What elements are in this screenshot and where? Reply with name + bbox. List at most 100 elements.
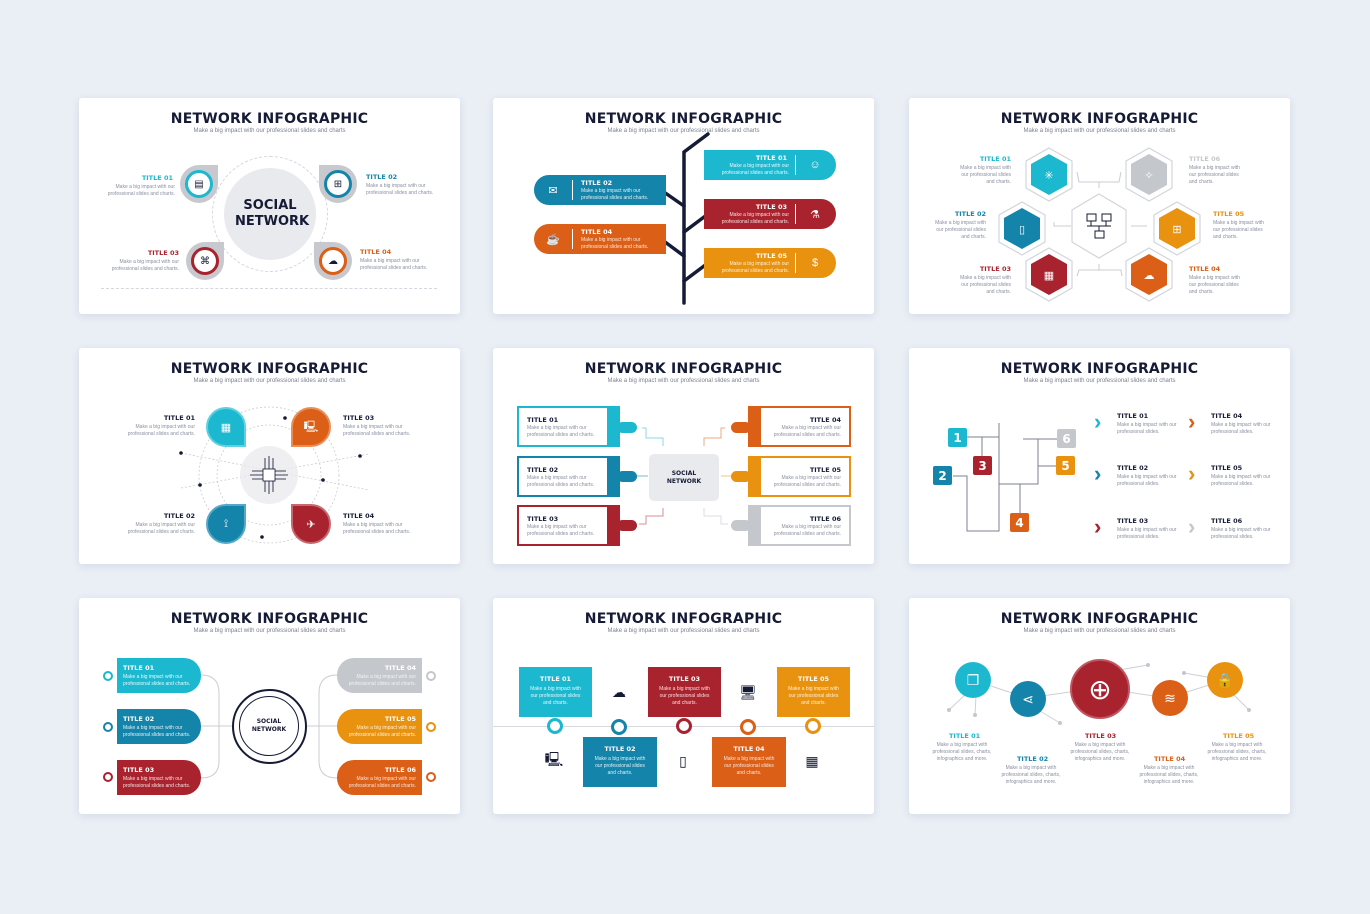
slide-title: NETWORK INFOGRAPHIC <box>584 361 783 377</box>
item-title: TITLE 01 <box>949 732 981 740</box>
tab-05 <box>731 471 751 482</box>
slide-9-circle-nodes[interactable]: NETWORK INFOGRAPHIC Make a big impact wi… <box>909 598 1290 814</box>
slide-1-social-network-circle[interactable]: NETWORK INFOGRAPHIC Make a big impact wi… <box>79 98 460 314</box>
slide-subtitle: Make a big impact with our professional … <box>1023 128 1176 134</box>
tab-03: TITLE 03 Make a big impact with our prof… <box>117 760 201 795</box>
item-desc: Make a big impact with our professional … <box>960 275 1011 295</box>
node-04 <box>740 719 756 735</box>
item-title: TITLE 01 <box>163 414 195 422</box>
cloud-icon: ☁ <box>1143 269 1155 282</box>
item-title: TITLE 03 <box>343 414 375 422</box>
node-links <box>947 663 1251 725</box>
slide-subtitle: Make a big impact with our professional … <box>607 628 760 634</box>
center-label: SOCIAL NETWORK <box>235 198 310 229</box>
slide-2-tree-branches[interactable]: NETWORK INFOGRAPHIC Make a big impact wi… <box>493 98 874 314</box>
tree-lines <box>953 423 1057 532</box>
slide-title: NETWORK INFOGRAPHIC <box>170 611 369 627</box>
pin-02: ⊞ <box>319 165 357 203</box>
box-06: TITLE 06 Make a big impact with our prof… <box>748 505 851 546</box>
ring-dot <box>103 722 113 732</box>
tab-04: TITLE 04 Make a big impact with our prof… <box>337 658 422 693</box>
node-01 <box>547 718 563 734</box>
center-ring: SOCIAL NETWORK <box>232 689 307 764</box>
circuit-icon: ▦ <box>220 421 232 434</box>
coffee-icon: ☕ <box>546 233 560 246</box>
slide-title: NETWORK INFOGRAPHIC <box>1000 611 1199 627</box>
item-desc: Make a big impact with professional slid… <box>1207 742 1267 762</box>
center-label: SOCIAL NETWORK <box>666 469 702 485</box>
item-title: TITLE 05 <box>1211 464 1243 472</box>
item-title: TITLE 02 <box>954 210 986 218</box>
nodes-icon: ✧ <box>1144 169 1154 182</box>
brain-network-icon: ✳ <box>1044 169 1054 182</box>
circuit-icon: ⌘ <box>200 255 210 267</box>
item-title: TITLE 04 <box>1211 412 1243 420</box>
branch-item-02: ✉ TITLE 02 Make a big impact with our pr… <box>534 175 666 205</box>
pin-04: ☁ <box>314 242 352 280</box>
item-desc: Make a big impact with our professional … <box>107 184 175 197</box>
item-title: TITLE 01 <box>979 155 1011 163</box>
chip-icon <box>250 456 288 494</box>
tab-01: TITLE 01 Make a big impact with our prof… <box>117 658 201 693</box>
item-title: TITLE 06 <box>1189 155 1221 163</box>
ring-dot <box>426 722 436 732</box>
dotted-ring <box>212 156 328 272</box>
center-box: SOCIAL NETWORK <box>649 454 719 501</box>
item-desc: Make a big impact with professional slid… <box>932 742 992 762</box>
ring-dot <box>426 772 436 782</box>
slide-subtitle: Make a big impact with our professional … <box>1023 378 1176 384</box>
node-04: ≋ <box>1152 680 1188 716</box>
box-05: TITLE 05 Make a big impact with our prof… <box>777 667 850 717</box>
cloud-network-icon: ☁ <box>612 683 626 700</box>
item-title: TITLE 03 <box>147 249 179 257</box>
item-title: TITLE 02 <box>1017 755 1049 763</box>
slide-title: NETWORK INFOGRAPHIC <box>584 611 783 627</box>
slide-4-chip-network[interactable]: NETWORK INFOGRAPHIC Make a big impact wi… <box>79 348 460 564</box>
box-03: TITLE 03 Make a big impact with our prof… <box>517 505 620 546</box>
cloud-network-icon: ☁ <box>328 255 338 267</box>
slide-title: NETWORK INFOGRAPHIC <box>1000 361 1199 377</box>
slide-3-hexagons[interactable]: NETWORK INFOGRAPHIC Make a big impact wi… <box>909 98 1290 314</box>
chevron-icon: › <box>1094 461 1102 486</box>
item-desc: Make a big impact with our professional … <box>343 522 411 535</box>
slide-title: NETWORK INFOGRAPHIC <box>170 111 369 127</box>
flowchart-icon: ⊞ <box>1172 223 1182 236</box>
slide-7-social-network-tabs[interactable]: NETWORK INFOGRAPHIC Make a big impact wi… <box>79 598 460 814</box>
chevron-icon: › <box>1188 461 1196 486</box>
item-desc: Make a big impact with our professional … <box>360 258 428 271</box>
item-desc: Make a big impact with our professional … <box>1211 527 1271 540</box>
box-03: TITLE 03 Make a big impact with our prof… <box>648 667 721 717</box>
slide-title: NETWORK INFOGRAPHIC <box>584 111 783 127</box>
slide-title: NETWORK INFOGRAPHIC <box>170 361 369 377</box>
share-icon: ⋖ <box>1022 690 1034 707</box>
money-hand-icon: ⚗ <box>810 208 820 221</box>
item-desc: Make a big impact with our professional … <box>111 259 179 272</box>
slide-6-numbered-tree[interactable]: NETWORK INFOGRAPHIC Make a big impact wi… <box>909 348 1290 564</box>
ring-dot <box>103 671 113 681</box>
slide-8-timeline-boxes[interactable]: NETWORK INFOGRAPHIC Make a big impact wi… <box>493 598 874 814</box>
devices-icon: 🖥 <box>739 683 757 700</box>
users-icon: ☺ <box>809 159 821 171</box>
mail-icon: ✉ <box>548 184 558 197</box>
tab-05: TITLE 05 Make a big impact with our prof… <box>337 709 422 744</box>
tab-02: TITLE 02 Make a big impact with our prof… <box>117 709 201 744</box>
item-title: TITLE 02 <box>1117 464 1149 472</box>
globe-icon: ⊕ <box>1088 673 1112 705</box>
item-title: TITLE 01 <box>1117 412 1149 420</box>
slide-subtitle: Make a big impact with our professional … <box>607 128 760 134</box>
node-05 <box>805 718 821 734</box>
slide-subtitle: Make a big impact with our professional … <box>193 378 346 384</box>
box-05: TITLE 05 Make a big impact with our prof… <box>748 456 851 497</box>
phone-network-icon: ▯ <box>679 752 687 769</box>
tab-06 <box>731 520 751 531</box>
item-desc: Make a big impact with professional slid… <box>1139 765 1199 785</box>
bubble-02: ⟟ <box>206 504 246 544</box>
connector-lines <box>200 674 338 779</box>
item-title: TITLE 03 <box>979 265 1011 273</box>
box-04: TITLE 04 Make a big impact with our prof… <box>712 737 786 787</box>
slide-5-social-network-boxes[interactable]: NETWORK INFOGRAPHIC Make a big impact wi… <box>493 348 874 564</box>
antenna-icon: ⟟ <box>223 517 229 530</box>
tab-04 <box>731 422 751 433</box>
money-bag-icon: $ <box>811 257 819 269</box>
chevron-icon: › <box>1188 514 1196 539</box>
